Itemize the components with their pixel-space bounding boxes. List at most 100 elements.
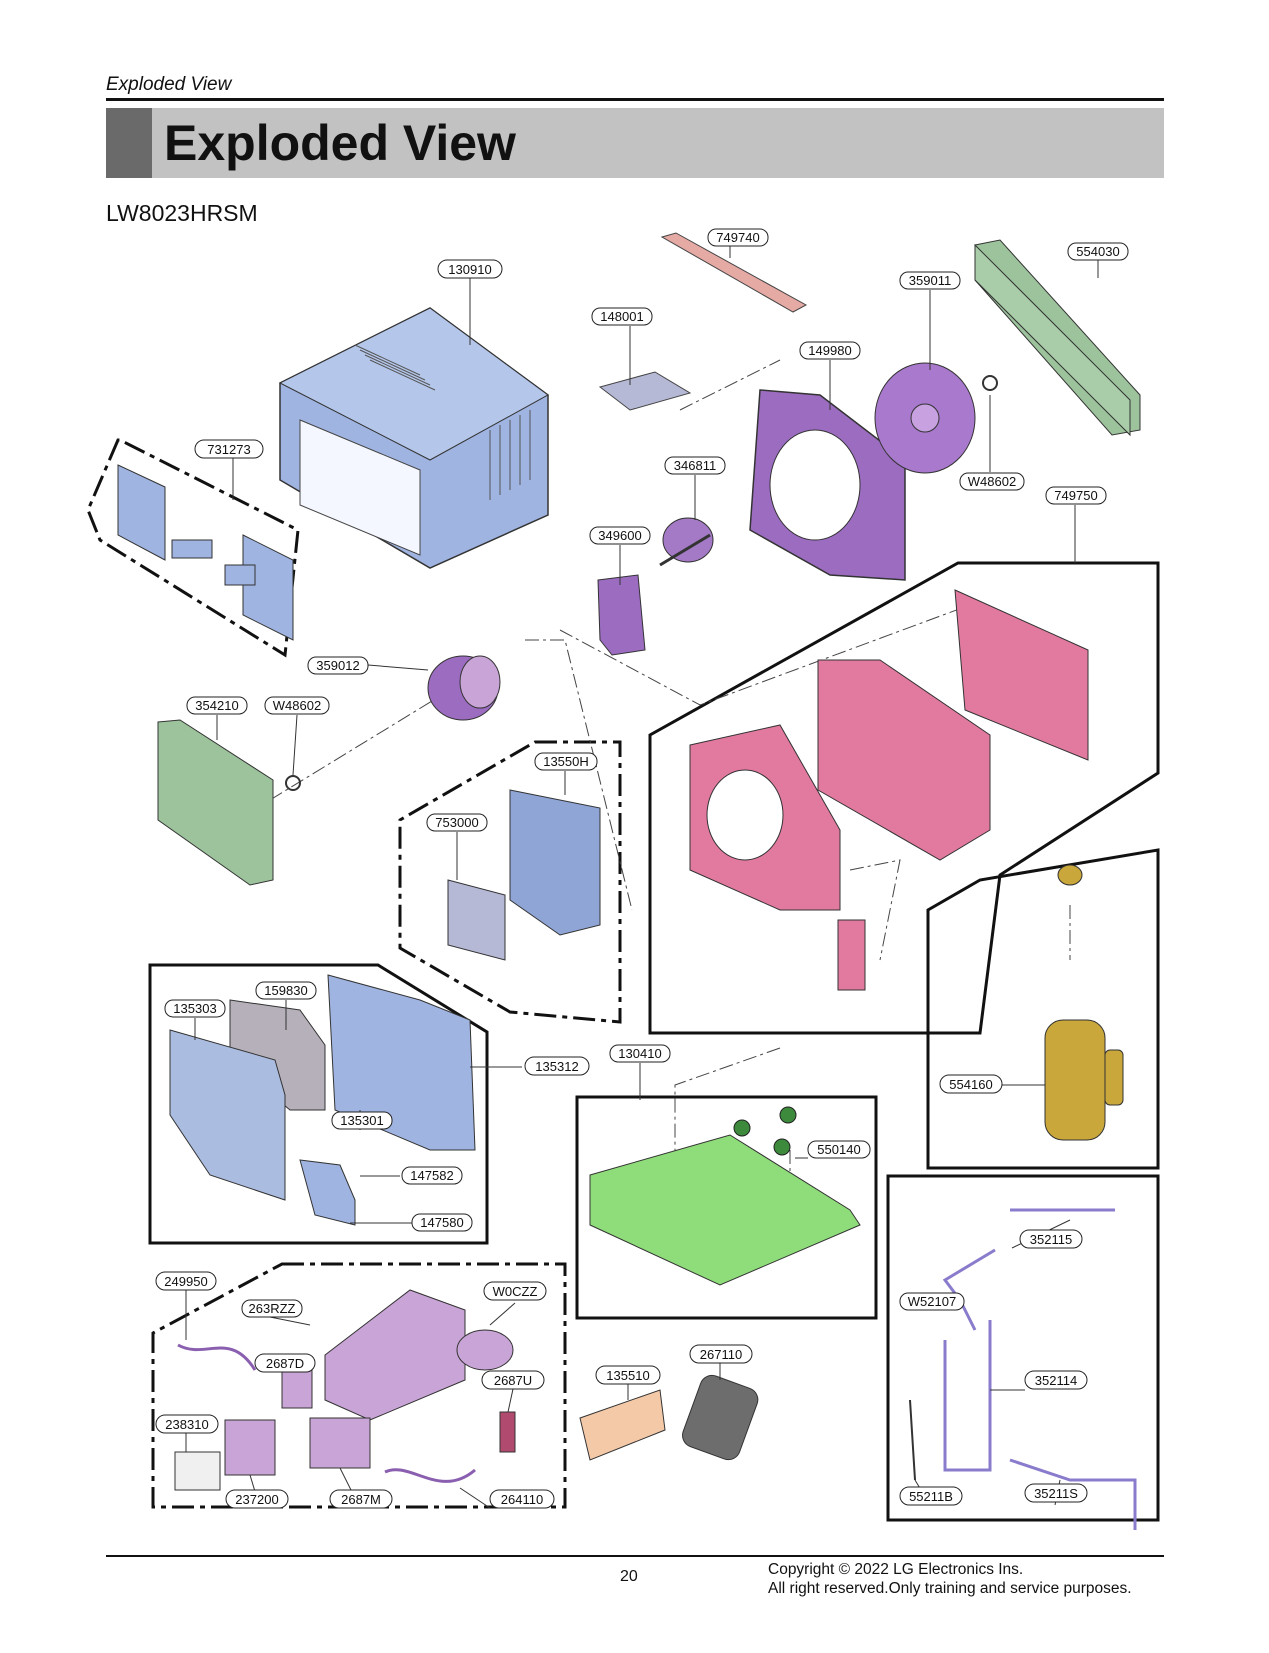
callout-2687U: 2687U xyxy=(481,1370,545,1390)
group-border-front-panel xyxy=(148,963,489,1245)
main-pcb-2687M xyxy=(309,1417,371,1469)
svg-text:264110: 264110 xyxy=(501,1492,543,1507)
control-panel-238310 xyxy=(174,1451,221,1491)
running-head: Exploded View xyxy=(106,74,232,95)
callout-149980: 149980 xyxy=(799,341,861,360)
svg-text:359011: 359011 xyxy=(909,273,951,288)
svg-text:35211S: 35211S xyxy=(1034,1486,1078,1501)
svg-text:346811: 346811 xyxy=(674,458,716,473)
callout-352114: 352114 xyxy=(1024,1370,1088,1390)
callout-2687D: 2687D xyxy=(254,1353,316,1373)
remote-267110 xyxy=(682,1374,759,1461)
page-title: Exploded View xyxy=(164,115,516,171)
relay-2687U xyxy=(499,1411,516,1453)
washer-W48602-lower xyxy=(285,775,301,791)
svg-text:2687D: 2687D xyxy=(266,1356,304,1371)
svg-text:352115: 352115 xyxy=(1030,1232,1072,1247)
header-rule xyxy=(106,98,1164,101)
callout-35211S: 35211S xyxy=(1024,1483,1088,1503)
callout-749750: 749750 xyxy=(1045,486,1107,505)
svg-text:147582: 147582 xyxy=(410,1168,453,1183)
cabinet-part xyxy=(278,307,549,569)
model-number: LW8023HRSM xyxy=(106,200,258,226)
svg-text:554160: 554160 xyxy=(949,1077,992,1092)
evaporator-354210 xyxy=(157,719,274,886)
callout-148001: 148001 xyxy=(591,307,653,326)
compressor-554160 xyxy=(1044,864,1124,1141)
copyright-line-1: Copyright © 2022 LG Electronics Ins. xyxy=(768,1561,1024,1578)
callout-135510: 135510 xyxy=(595,1365,661,1385)
group-border-evaporator-housing xyxy=(648,561,1160,1035)
svg-text:359012: 359012 xyxy=(316,658,359,673)
display-pcb-237200 xyxy=(224,1419,276,1476)
group-border-piping xyxy=(886,1174,1160,1522)
rail-749740 xyxy=(660,232,808,313)
motor-mount-349600 xyxy=(597,574,646,656)
grille-753000 xyxy=(447,879,506,961)
callout-135312: 135312 xyxy=(524,1056,590,1076)
svg-text:238310: 238310 xyxy=(165,1417,208,1432)
callout-267110: 267110 xyxy=(689,1344,753,1364)
svg-text:135301: 135301 xyxy=(340,1113,383,1128)
front-frame-135301 xyxy=(327,974,476,1151)
callout-2687M: 2687M xyxy=(329,1489,393,1509)
evaporator-housing-749750 xyxy=(689,589,1089,991)
group-border-base-pan xyxy=(575,1095,878,1320)
fan-359011 xyxy=(874,362,976,474)
callout-349600: 349600 xyxy=(589,526,651,545)
copyright-line-2: All right reserved.Only training and ser… xyxy=(768,1580,1132,1597)
callout-135303: 135303 xyxy=(164,999,226,1018)
motor-346811 xyxy=(659,517,714,567)
copyright: Copyright © 2022 LG Electronics Ins. All… xyxy=(768,1560,1132,1598)
svg-text:130910: 130910 xyxy=(448,262,491,277)
svg-text:W0CZZ: W0CZZ xyxy=(493,1284,538,1299)
callout-346811: 346811 xyxy=(664,456,726,475)
group-border-731273 xyxy=(86,438,300,658)
condenser-554030 xyxy=(974,239,1141,437)
washer-W48602-upper xyxy=(982,375,998,391)
svg-text:55211B: 55211B xyxy=(909,1489,953,1504)
callout-249950: 249950 xyxy=(155,1271,217,1291)
svg-text:135312: 135312 xyxy=(535,1059,578,1074)
callout-753000: 753000 xyxy=(426,813,488,832)
shroud-149980 xyxy=(749,389,906,581)
callout-147582: 147582 xyxy=(401,1166,463,1185)
capacitor xyxy=(456,1329,514,1371)
bracket-148001 xyxy=(598,371,692,411)
base-pan-130410 xyxy=(589,1134,861,1286)
svg-text:749750: 749750 xyxy=(1054,488,1097,503)
callout-731273: 731273 xyxy=(194,439,264,459)
callout-W52107: W52107 xyxy=(899,1292,965,1311)
callout-237200: 237200 xyxy=(225,1489,289,1509)
wire-harness-264110 xyxy=(384,1468,476,1483)
panel-135510 xyxy=(579,1389,666,1461)
svg-text:2687U: 2687U xyxy=(494,1373,532,1388)
group-border-13550H xyxy=(398,740,622,1024)
isolators-550140 xyxy=(733,1106,797,1156)
callout-55211B: 55211B xyxy=(899,1486,963,1506)
callout-550140: 550140 xyxy=(807,1140,871,1159)
control-box-W0CZZ xyxy=(324,1289,466,1421)
title-tab xyxy=(106,108,152,178)
callout-W0CZZ: W0CZZ xyxy=(483,1281,547,1301)
wire-harness-249950 xyxy=(177,1343,257,1371)
svg-text:749740: 749740 xyxy=(716,230,759,245)
piping-parts xyxy=(909,1208,1137,1530)
callout-554030: 554030 xyxy=(1067,242,1129,261)
svg-text:352114: 352114 xyxy=(1035,1373,1077,1388)
svg-text:731273: 731273 xyxy=(207,442,250,457)
svg-text:W48602: W48602 xyxy=(968,474,1016,489)
svg-text:354210: 354210 xyxy=(195,698,238,713)
svg-text:263RZZ: 263RZZ xyxy=(249,1301,296,1316)
callout-352115: 352115 xyxy=(1019,1229,1083,1249)
page-number: 20 xyxy=(620,1568,638,1585)
pcb-2687D xyxy=(281,1369,313,1409)
svg-text:148001: 148001 xyxy=(600,309,643,324)
svg-text:159830: 159830 xyxy=(264,983,307,998)
callout-238310: 238310 xyxy=(155,1414,219,1434)
svg-text:W48602: W48602 xyxy=(273,698,321,713)
title-bar xyxy=(106,108,1164,178)
svg-text:249950: 249950 xyxy=(164,1274,207,1289)
callout-W48602-upper: W48602 xyxy=(959,472,1025,491)
